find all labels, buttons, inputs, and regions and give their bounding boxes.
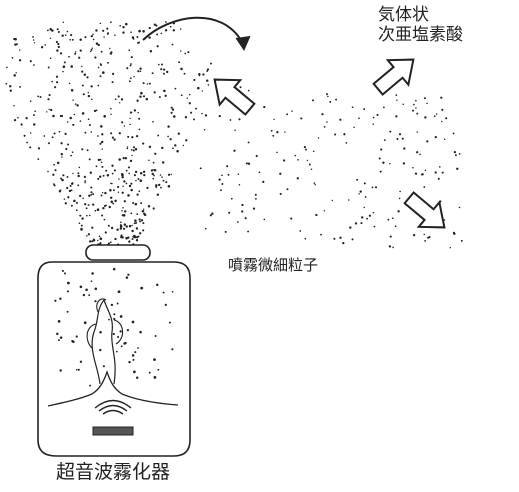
gas-label-line-2: 次亜塩素酸 bbox=[378, 24, 463, 45]
mist-particles bbox=[199, 85, 463, 249]
nozzle-cap bbox=[85, 244, 151, 261]
liquid-column bbox=[91, 298, 116, 385]
hollow-arrow-up-right-icon bbox=[372, 58, 415, 96]
curved-arrow-icon bbox=[142, 16, 251, 52]
water-surface bbox=[47, 369, 179, 407]
mist-particles-label: 噴霧微細粒子 bbox=[228, 256, 319, 274]
transducer-plate bbox=[92, 426, 134, 436]
gas-label-line-1: 気体状 bbox=[378, 5, 429, 25]
ultrasonic-wave-icon bbox=[94, 399, 132, 415]
gaseous-hypochlorous-acid-label: 気体状 次亜塩素酸 bbox=[378, 5, 463, 45]
spray-plume bbox=[5, 21, 217, 246]
nebulizer-device bbox=[37, 244, 191, 457]
hollow-arrow-up-left-icon bbox=[213, 78, 256, 116]
ultrasonic-nebulizer-label: 超音波霧化器 bbox=[56, 461, 171, 483]
inner-droplets bbox=[54, 267, 174, 387]
hollow-arrow-down-right-icon bbox=[403, 191, 446, 229]
